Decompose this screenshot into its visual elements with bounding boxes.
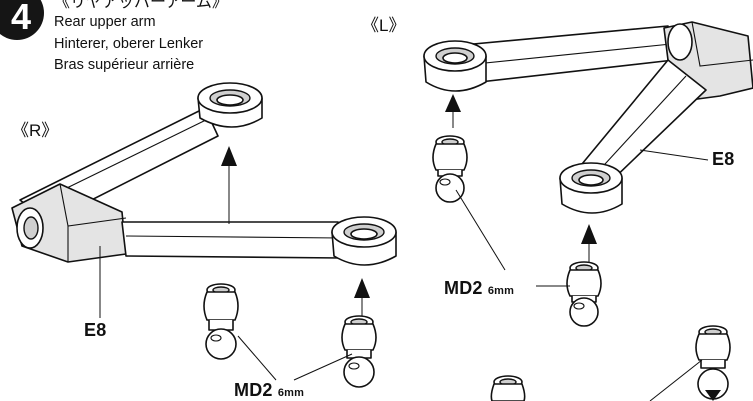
ball-label-right-name: MD2 xyxy=(234,380,273,400)
step-number-badge: 4 xyxy=(0,0,44,40)
left-upper-arm xyxy=(423,21,753,214)
right-upper-arm xyxy=(11,82,397,266)
leader-ball-left-1 xyxy=(455,189,506,271)
leader-ball-right-1 xyxy=(237,335,277,381)
step-title-japanese: 《リヤアッパーアーム》 xyxy=(54,0,228,11)
ball-connector-right-2 xyxy=(341,315,377,388)
partial-ball-connector-bottom xyxy=(490,375,526,401)
ball-label-right-size: 6mm xyxy=(277,387,305,399)
step-title-english: Rear upper arm xyxy=(54,14,156,30)
ball-label-left-size: 6mm xyxy=(487,285,515,297)
side-label-left: 《L》 xyxy=(362,16,406,35)
ball-connector-left-1 xyxy=(432,135,468,203)
step-title-french: Bras supérieur arrière xyxy=(54,57,195,73)
insert-arrow-right-top xyxy=(221,146,237,224)
leader-ball-right-2 xyxy=(293,353,353,381)
step-number: 4 xyxy=(10,0,32,37)
ball-connector-left-2 xyxy=(566,261,602,327)
ball-connector-right-1 xyxy=(203,283,239,360)
side-label-right: 《R》 xyxy=(12,121,59,140)
ball-label-left: MD2 6mm xyxy=(444,279,514,297)
part-label-left: E8 xyxy=(712,149,735,169)
part-label-right: E8 xyxy=(84,320,107,340)
insert-arrow-left-top xyxy=(445,94,461,128)
leader-partial xyxy=(649,359,703,401)
ball-label-left-name: MD2 xyxy=(444,278,483,298)
insert-arrow-left-front xyxy=(581,224,597,262)
step-title-german: Hinterer, oberer Lenker xyxy=(54,36,204,52)
insert-arrow-right-front xyxy=(354,278,370,320)
ball-label-right: MD2 6mm xyxy=(234,381,304,399)
leader-part-left xyxy=(639,149,709,161)
partial-ball-connector-right xyxy=(695,325,731,401)
